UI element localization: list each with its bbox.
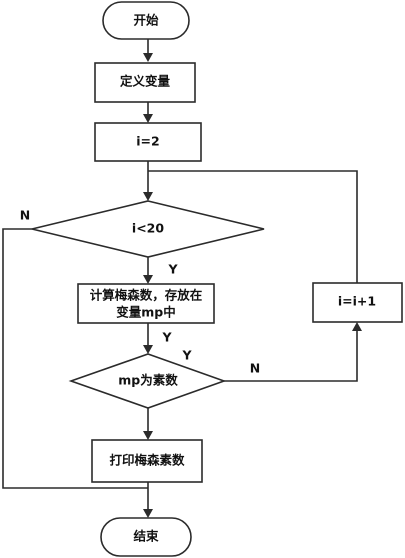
increment-label: i=i+1 [338,294,376,309]
edge-increment-loop [148,170,358,283]
init-i-label: i=2 [136,134,159,149]
cond-i-yes-label: Y [167,262,178,277]
increment-box [312,282,403,323]
arrowhead-icon [143,509,153,518]
compute-label-line1: 计算梅森数，存放在 [90,288,203,303]
end-label: 结束 [133,529,159,544]
edge-cond-no-to-end [2,228,148,489]
cond-i-decision [31,200,265,258]
arrowhead-icon [143,345,153,354]
end-terminal [100,517,192,557]
compute-mersenne-box [77,283,215,324]
cond-i-no-label: N [20,208,30,223]
start-terminal [102,1,190,40]
arrowhead-icon [143,431,153,440]
define-vars-label: 定义变量 [119,74,171,89]
cond-prime-yes-label: Y [181,348,192,363]
print-label: 打印梅森素数 [109,453,185,468]
arrowhead-icon [143,53,153,62]
cond-prime-label: mp为素数 [118,373,178,388]
cond-prime-decision [68,353,227,409]
compute-label-line2: 变量mp中 [116,305,175,320]
init-i-box [94,122,202,162]
cond-i-label: i<20 [132,221,164,236]
start-label: 开始 [133,13,159,28]
edge-prime-no-to-increment [224,330,358,382]
arrowhead-icon [143,114,153,123]
define-vars-box [94,62,196,103]
cond-prime-no-label: N [250,361,260,376]
arrowhead-icon [143,275,153,284]
arrowhead-icon [143,192,153,201]
arrowhead-icon [352,322,362,331]
compute-yes-label: Y [161,330,172,345]
print-box [91,439,203,483]
